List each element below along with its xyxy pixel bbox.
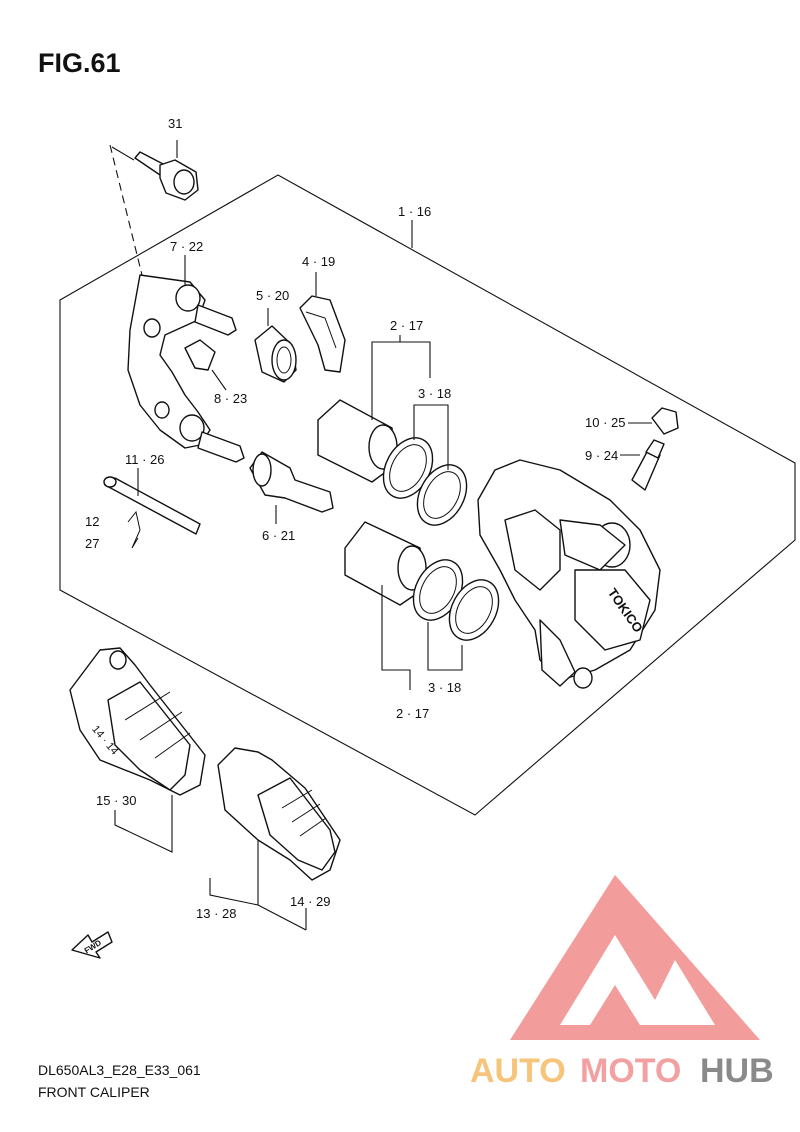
watermark-hub: HUB: [700, 1052, 774, 1090]
figure-title: FIG.61: [38, 48, 121, 78]
piston-lower: [344, 521, 427, 690]
watermark-triangle-inner: [560, 935, 715, 1025]
callout-2-17-bottom: 2 · 17: [396, 706, 429, 721]
brake-pad-inner: [217, 747, 341, 881]
forward-arrow-icon: FWD: [71, 931, 113, 959]
callout-2-17-top: 2 · 17: [390, 318, 423, 333]
callout-10-25: 10 · 25: [585, 415, 625, 430]
model-code: DL650AL3_E28_E33_061: [38, 1062, 201, 1078]
callout-1-16: 1 · 16: [398, 204, 431, 219]
callout-3-18-top: 3 · 18: [418, 386, 451, 401]
callout-11-26: 11 · 26: [125, 452, 165, 467]
callout-3-18-bottom: 3 · 18: [428, 680, 461, 695]
watermark-logo: [510, 875, 760, 1040]
callout-31: 31: [168, 116, 182, 131]
callout-13-28: 13 · 28: [196, 906, 236, 921]
guide-sleeve: [249, 451, 334, 524]
watermark-moto: MOTO: [580, 1052, 681, 1090]
callout-9-24: 9 · 24: [585, 448, 618, 463]
dust-boot: [254, 308, 297, 383]
watermark-wordmark: AUTO MOTO HUB: [470, 1052, 774, 1090]
bleeder-cap: [628, 407, 679, 435]
watermark-auto: AUTO: [470, 1052, 566, 1090]
seal-lower: [412, 559, 500, 671]
callout-7-22: 7 · 22: [170, 239, 203, 254]
slide-pin: [103, 468, 201, 535]
callout-6-21: 6 · 21: [262, 528, 295, 543]
seal-upper: [382, 404, 468, 526]
callout-14-29: 14 · 29: [290, 894, 330, 909]
bracket-clip: [184, 339, 227, 391]
figure-name: FRONT CALIPER: [38, 1084, 150, 1100]
pad-spring: [299, 272, 346, 373]
callout-15-30: 15 · 30: [96, 793, 136, 808]
bleeder-valve: [620, 439, 665, 491]
watermark-triangle-core: [590, 985, 640, 1025]
brake-pad-outer: 14 · 14: [69, 647, 206, 796]
callout-5-20: 5 · 20: [256, 288, 289, 303]
callout-8-23: 8 · 23: [214, 391, 247, 406]
callout-12: 12: [85, 514, 99, 529]
caliper-bracket: [127, 255, 245, 463]
caliper-body: TOKICO: [477, 459, 661, 689]
piston-upper: [317, 335, 431, 483]
callout-27: 27: [85, 536, 99, 551]
callout-4-19: 4 · 19: [302, 254, 335, 269]
assembly-boundary: [59, 174, 796, 816]
mounting-bolt: [109, 140, 199, 276]
pin-clip: [127, 510, 141, 549]
